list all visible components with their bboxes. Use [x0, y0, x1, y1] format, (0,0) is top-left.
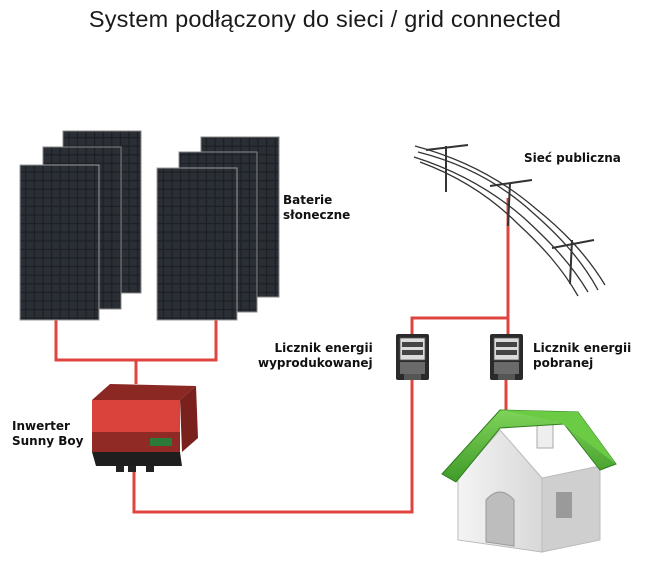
consumption-meter-icon — [490, 334, 523, 380]
label-consumption-meter: Licznik energii pobranej — [533, 341, 632, 370]
production-meter-icon — [396, 334, 429, 380]
meter-link-wire — [410, 316, 508, 336]
label-production-meter: Licznik energii wyprodukowanej — [258, 341, 373, 370]
diagram-title: System podłączony do sieci / grid connec… — [88, 6, 562, 32]
house-icon — [441, 409, 617, 553]
power-line-icon — [413, 144, 606, 297]
inverter-icon — [92, 384, 198, 472]
inverter-to-meter-wire — [132, 378, 414, 514]
solar-panel — [19, 164, 100, 321]
solar-panel — [156, 167, 238, 321]
wiring — [54, 198, 510, 514]
label-public-grid: Sieć publiczna — [524, 151, 621, 165]
solar-panel-group-left — [19, 130, 142, 321]
label-inverter: Inwerter Sunny Boy — [12, 419, 84, 448]
solar-panel-group-right — [156, 136, 280, 321]
label-solar-panels: Baterie słoneczne — [283, 193, 351, 222]
